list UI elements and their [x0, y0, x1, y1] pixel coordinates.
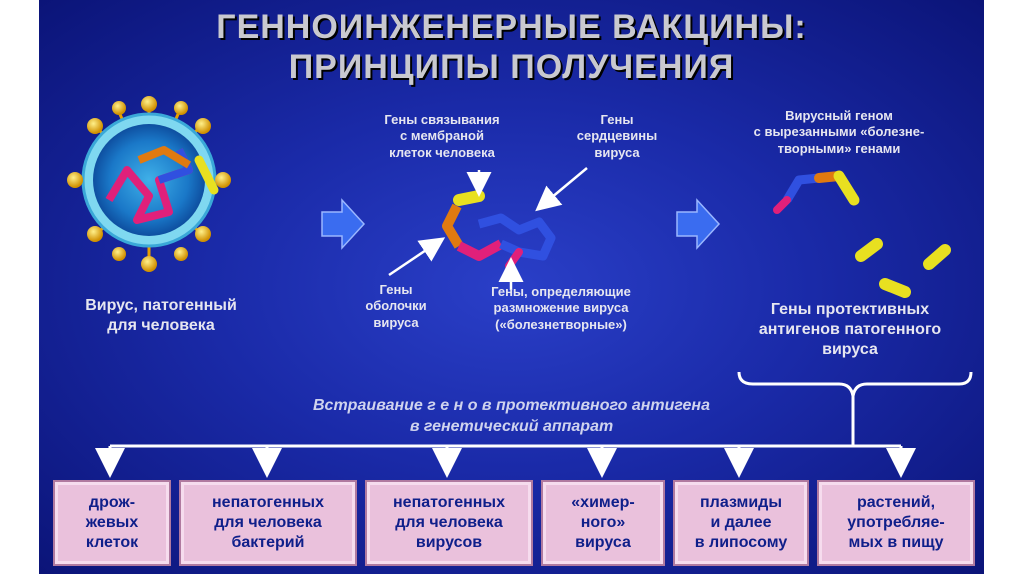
target-box-yeast: дрож- жевых клеток — [53, 480, 171, 566]
genes-binding-label: Гены связывания с мембраной клеток челов… — [384, 112, 500, 160]
process-arrow-icon-1 — [321, 198, 366, 250]
virus-label: Вирус, патогенный для человека — [85, 297, 237, 334]
diagram-graphics — [67, 96, 973, 478]
protective-genes-label: Гены протективных антигенов патогенного … — [758, 301, 942, 358]
title-line-2: ПРИНЦИПЫ ПОЛУЧЕНИЯ — [288, 48, 735, 86]
pointer-arrow-core — [535, 167, 588, 212]
target-box-plasmids: плазмиды и далее в липосому — [673, 480, 809, 566]
pointer-arrow-shell — [388, 237, 446, 277]
genome-middle-icon — [442, 190, 556, 270]
genes-reproduction-label: Гены, определяющие размножение вируса («… — [491, 284, 631, 332]
slide: ГЕННОИНЖЕНЕРНЫЕ ВАКЦИНЫ: ПРИНЦИПЫ ПОЛУЧЕ… — [39, 0, 984, 574]
target-box-plants: растений, употребляе- мых в пищу — [817, 480, 975, 566]
curly-brace — [737, 371, 973, 397]
genes-core-label: Гены сердцевины вируса — [576, 112, 658, 160]
target-box-viruses: непатогенных для человека вирусов — [365, 480, 533, 566]
process-arrow-icon-2 — [676, 198, 721, 250]
genome-cut-icon — [773, 170, 951, 298]
virus-particle-icon — [67, 96, 231, 272]
viral-genome-label: Вирусный геном с вырезанными «болезне- т… — [753, 108, 925, 156]
title-line-1: ГЕННОИНЖЕНЕРНЫЕ ВАКЦИНЫ: — [216, 8, 807, 46]
connector-lines — [95, 396, 916, 478]
genes-shell-label: Гены оболочки вируса — [365, 282, 427, 330]
insertion-text: Встраивание г е н о в протективного анти… — [313, 397, 710, 435]
target-box-chimeric: «химер- ного» вируса — [541, 480, 665, 566]
target-box-bacteria: непатогенных для человека бактерий — [179, 480, 357, 566]
